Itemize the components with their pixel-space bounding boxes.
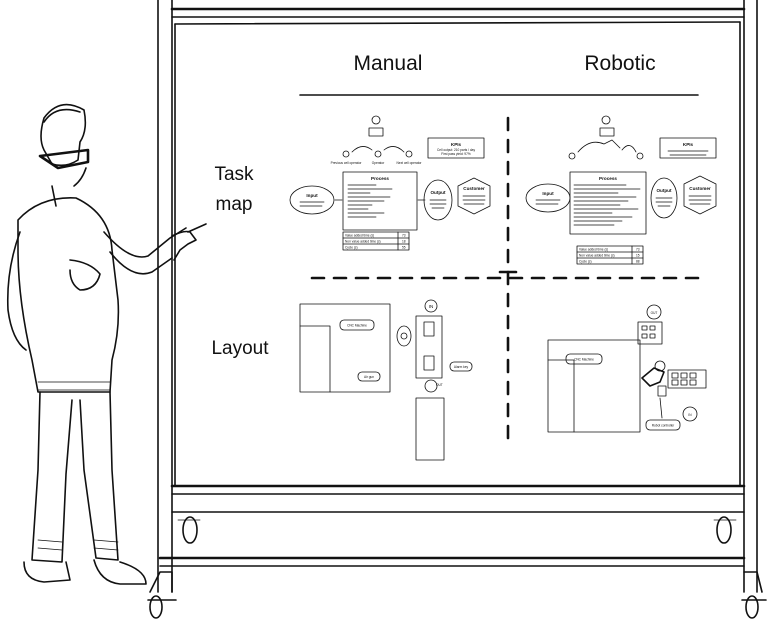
process-title: Process xyxy=(371,176,389,181)
kpi-title: KPIs xyxy=(451,142,462,147)
row-header-task-line1: Task xyxy=(214,164,254,185)
customer-title: Customer xyxy=(463,186,485,191)
robot-controller-label: Robot controller xyxy=(652,424,675,428)
input-title: Input xyxy=(542,191,554,196)
table-row-value: 88 xyxy=(636,260,640,264)
output-title: Output xyxy=(430,190,446,195)
out-label: OUT xyxy=(436,383,443,387)
alarm-key-label: Alarm key xyxy=(454,365,469,369)
actor-previous: Previous cell operator xyxy=(331,161,363,165)
table-row-label: Value added time (s) xyxy=(579,248,608,252)
table-row-value: 18 xyxy=(402,240,406,244)
robot-arm-icon xyxy=(577,139,621,153)
in-label: IN xyxy=(429,304,434,309)
in-label: IN xyxy=(688,413,692,417)
column-header-robotic: Robotic xyxy=(584,52,655,75)
process-title: Process xyxy=(599,176,617,181)
table-row-label: Cycle (s) xyxy=(579,260,592,264)
caster-wheel-icon xyxy=(149,516,759,619)
customer-title: Customer xyxy=(689,186,711,191)
kpi-line-2: First pass yield: 97% xyxy=(441,152,471,156)
robotic-task-map: KPIs Input Process Output Customer Value… xyxy=(525,115,717,265)
actor-operator: Operator xyxy=(372,161,386,165)
table-row-value: 55 xyxy=(402,246,406,250)
kpi-title: KPIs xyxy=(683,142,694,147)
cnc-machine-label: CNC Machine xyxy=(347,324,367,328)
air-gun-label: Air gun xyxy=(364,375,374,379)
person-illustration xyxy=(6,103,207,585)
input-title: Input xyxy=(306,193,318,198)
out-label: OUT xyxy=(651,311,658,315)
manual-task-map: Previous cell operator Operator Next cel… xyxy=(289,115,491,251)
table-row-label: Non value added time (s) xyxy=(345,240,381,244)
table-row-label: Non value added time (s) xyxy=(579,254,615,258)
table-row-value: 73 xyxy=(402,234,406,238)
manual-layout: CNC Machine Air gun IN Alarm key OUT xyxy=(299,299,473,461)
robotic-layout: OUT CNC Machine IN Robot controller xyxy=(547,304,707,433)
table-row-label: Cycle (s) xyxy=(345,246,358,250)
actor-next: Next cell operator xyxy=(397,161,423,165)
table-row-value: 15 xyxy=(636,254,640,258)
kpi-line-1: Cell output: 210 parts / day xyxy=(437,148,476,152)
column-header-manual: Manual xyxy=(354,52,423,75)
row-header-task-line2: map xyxy=(216,194,253,215)
robot-arm-icon xyxy=(641,367,665,387)
whiteboard-frame xyxy=(147,0,767,601)
output-title: Output xyxy=(656,188,672,193)
cnc-machine-label: CNC Machine xyxy=(574,358,594,362)
table-row-label: Value added time (s) xyxy=(345,234,374,238)
table-row-value: 73 xyxy=(636,248,640,252)
row-header-layout: Layout xyxy=(211,338,269,359)
